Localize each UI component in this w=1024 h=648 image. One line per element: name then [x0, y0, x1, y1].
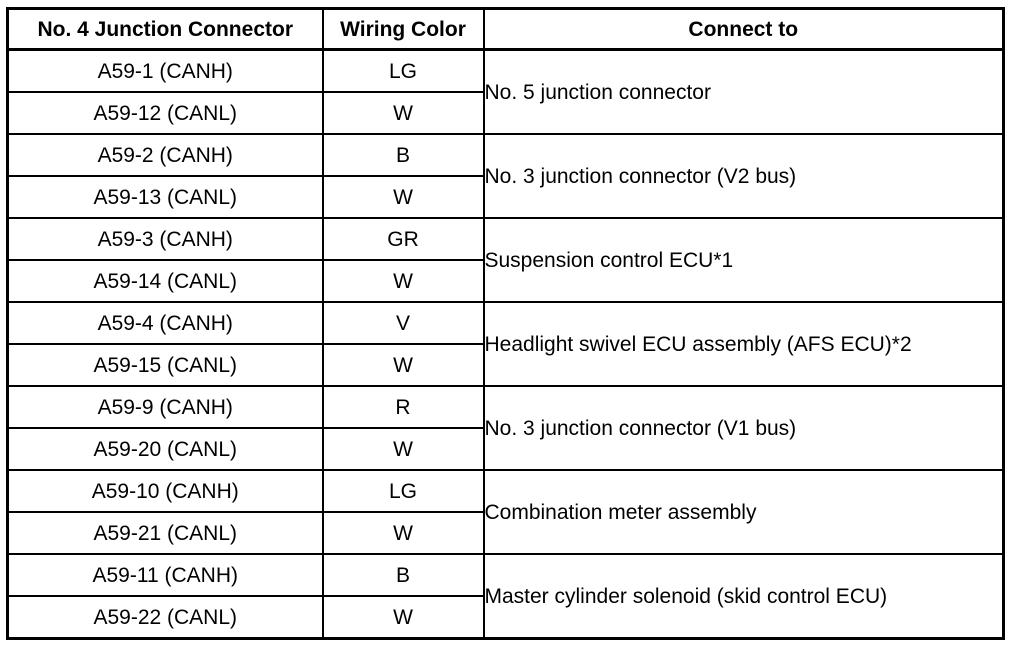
connect-to-cell: No. 3 junction connector (V2 bus) [482, 133, 1005, 219]
pin-cell: A59-22 (CANL) [6, 595, 324, 640]
wiring-color-cell: R [321, 385, 485, 429]
wiring-color-cell: GR [321, 217, 485, 261]
wiring-color-cell: LG [321, 469, 485, 513]
connect-to-cell: No. 5 junction connector [482, 48, 1005, 135]
table-row: A59-13 (CANL)W [6, 175, 1004, 219]
wiring-color-cell: V [321, 301, 485, 345]
table-row: A59-21 (CANL)W [6, 511, 1004, 555]
pin-cell: A59-10 (CANH) [6, 469, 324, 513]
pin-cell: A59-11 (CANH) [6, 553, 324, 597]
table-row: A59-15 (CANL)W [6, 343, 1004, 387]
wiring-color-cell: W [321, 427, 485, 471]
header-row: No. 4 Junction Connector Wiring Color Co… [6, 7, 1005, 51]
table-row: A59-22 (CANL)W [6, 595, 1004, 640]
pin-cell: A59-12 (CANL) [6, 91, 324, 135]
pin-cell: A59-3 (CANH) [6, 217, 324, 261]
junction-connector-table: No. 4 Junction Connector Wiring Color Co… [6, 7, 1005, 640]
pin-cell: A59-2 (CANH) [6, 133, 324, 177]
pin-cell: A59-20 (CANL) [6, 427, 324, 471]
header-wiring-color: Wiring Color [321, 7, 485, 51]
wiring-color-cell: W [321, 259, 485, 303]
wiring-color-cell: W [321, 91, 485, 135]
connect-to-cell: No. 3 junction connector (V1 bus) [482, 385, 1005, 471]
wiring-color-cell: W [321, 511, 485, 555]
wiring-color-cell: W [321, 343, 485, 387]
wiring-color-cell: W [321, 595, 485, 640]
pin-cell: A59-9 (CANH) [6, 385, 324, 429]
pin-cell: A59-4 (CANH) [6, 301, 324, 345]
pin-cell: A59-1 (CANH) [6, 48, 324, 93]
pin-cell: A59-15 (CANL) [6, 343, 324, 387]
header-connect-to: Connect to [482, 7, 1005, 51]
connect-to-cell: Headlight swivel ECU assembly (AFS ECU)*… [482, 301, 1005, 387]
wiring-color-cell: B [321, 133, 485, 177]
connect-to-cell: Suspension control ECU*1 [482, 217, 1005, 303]
connect-to-cell: Master cylinder solenoid (skid control E… [482, 553, 1005, 640]
table-row: A59-14 (CANL)W [6, 259, 1004, 303]
table-row: A59-20 (CANL)W [6, 427, 1004, 471]
pin-cell: A59-13 (CANL) [6, 175, 324, 219]
table-row: A59-12 (CANL)W [6, 91, 1004, 135]
wiring-color-cell: W [321, 175, 485, 219]
connect-to-cell: Combination meter assembly [482, 469, 1005, 555]
table-header: No. 4 Junction Connector Wiring Color Co… [6, 7, 1005, 51]
header-connector: No. 4 Junction Connector [6, 7, 324, 51]
wiring-color-cell: B [321, 553, 485, 597]
wiring-color-cell: LG [321, 48, 485, 93]
pin-cell: A59-14 (CANL) [6, 259, 324, 303]
pin-cell: A59-21 (CANL) [6, 511, 324, 555]
